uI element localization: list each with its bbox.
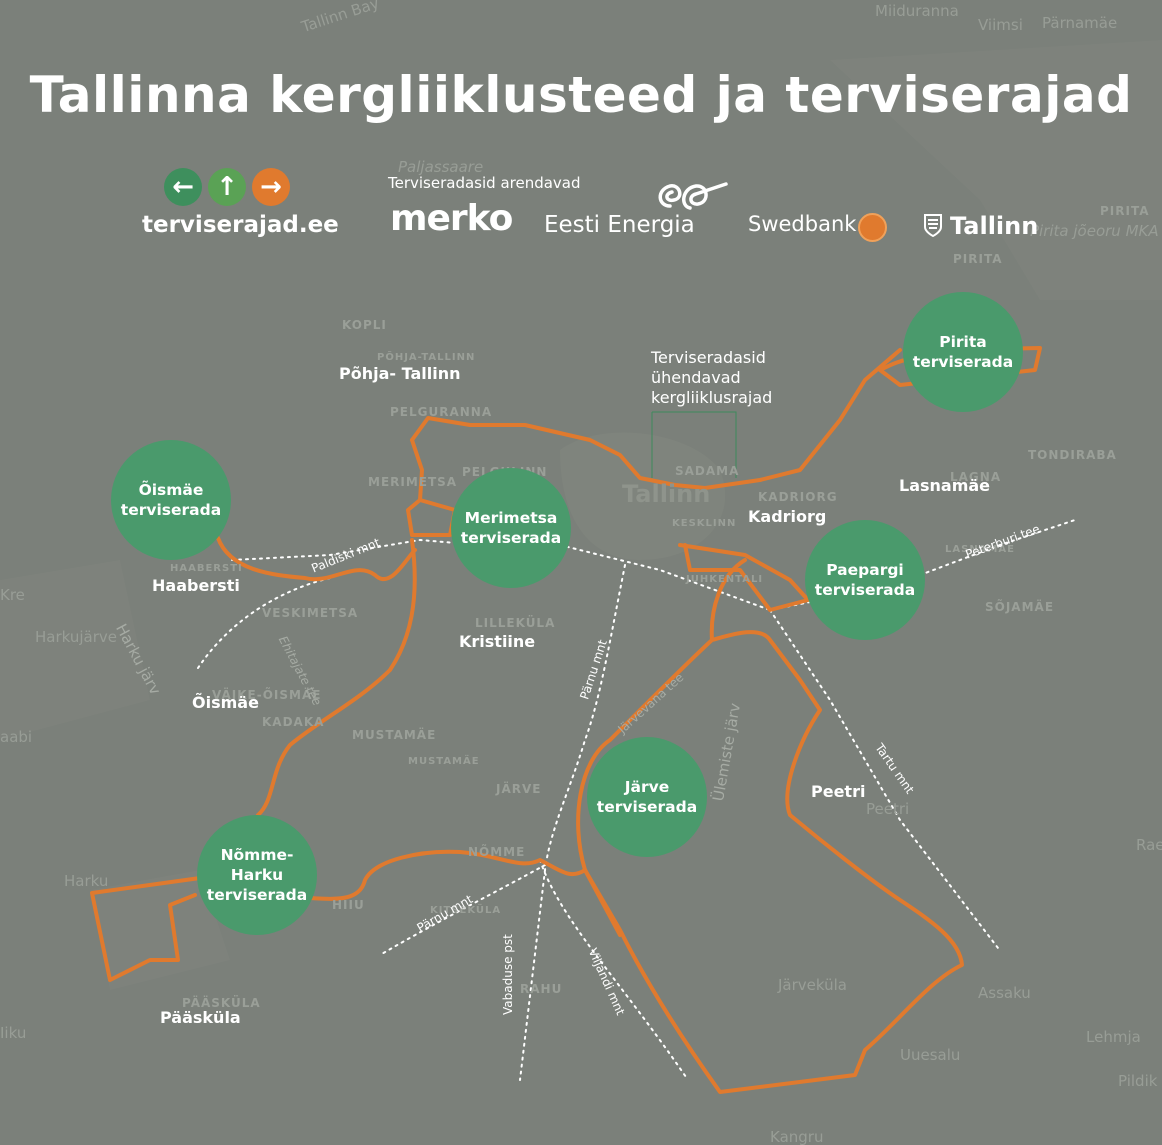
trail-jarve[interactable]: Järve terviserada	[587, 737, 707, 857]
map-label: Pärnamäe	[1042, 14, 1118, 32]
trail-name: Paepargi	[826, 561, 904, 579]
trail-type: terviserada	[814, 581, 916, 599]
note-line: ühendavad	[651, 368, 741, 387]
page-title: Tallinna kergliiklusteed ja terviserajad	[29, 66, 1133, 124]
map-label: LILLEKÜLA	[475, 616, 556, 630]
arrow-left-icon: ←	[164, 168, 202, 206]
map-label: JÄRVE	[496, 782, 542, 796]
map-label: KOPLI	[342, 318, 387, 332]
note-line: Terviseradasid	[651, 348, 766, 367]
trail-name: Nõmme-Harku	[220, 846, 294, 884]
district-label: Põhja- Tallinn	[339, 364, 461, 383]
trail-type: terviserada	[206, 886, 308, 904]
district-label: Kristiine	[459, 632, 536, 651]
map-label: LASNAMÄE	[945, 544, 1015, 555]
map-label: SADAMA	[675, 464, 740, 478]
map-label: KADRIORG	[758, 490, 838, 504]
map-label: JUHKENTALI	[686, 574, 764, 585]
map-label: PELGURANNA	[390, 405, 493, 419]
trail-nomme-harku[interactable]: Nõmme-Harku terviserada	[197, 815, 317, 935]
map-label: PIRITA	[1100, 204, 1150, 218]
eesti-energia-logo: Eesti Energia	[544, 212, 695, 238]
map-label: SÕJAMÄE	[985, 600, 1055, 614]
map-label: RAHU	[520, 982, 563, 996]
arrow-up-icon: ↑	[208, 168, 246, 206]
map-label: Järveküla	[778, 976, 847, 994]
map-label: Kre	[0, 586, 25, 604]
map-label: HAABERSTI	[170, 563, 243, 574]
map-label: PÕHJA-TALLINN	[377, 352, 476, 363]
map-label: Iiku	[0, 1024, 27, 1042]
sponsors-caption: Terviseradasid arendavad	[388, 174, 581, 192]
map-label: Viimsi	[978, 16, 1023, 34]
map-label: Miiduranna	[875, 2, 959, 20]
trail-pirita[interactable]: Pirita terviserada	[903, 292, 1023, 412]
map-label: VÄIKE-ÕISMÄE	[212, 688, 322, 702]
map-label: Uuesalu	[900, 1046, 961, 1064]
merko-logo: merko	[390, 198, 513, 239]
district-label: Peetri	[811, 782, 866, 801]
map-label: Paljassaare	[398, 158, 484, 176]
swedbank-logo: Swedbank	[748, 212, 857, 236]
brand-site-link[interactable]: terviserajad.ee	[142, 212, 339, 238]
map-label: PIRITA	[953, 252, 1003, 266]
map-label: KESKLINN	[672, 518, 737, 529]
cycle-routes[interactable]	[90, 346, 1042, 1094]
trail-name: Pirita	[939, 333, 987, 351]
trail-type: terviserada	[120, 501, 222, 519]
district-label: Lasnamäe	[899, 476, 991, 495]
trail-paepargi[interactable]: Paepargi terviserada	[805, 520, 925, 640]
district-label: Pääsküla	[160, 1008, 241, 1027]
trail-name: Merimetsa	[464, 509, 558, 527]
map-label: Rae	[1136, 836, 1162, 854]
trail-type: terviserada	[460, 529, 562, 547]
map-label: Peetri	[866, 800, 910, 818]
trail-type: terviserada	[596, 798, 698, 816]
tallinn-crest-icon	[924, 214, 942, 237]
map-label: Pildik	[1118, 1072, 1158, 1090]
map-label: Tallinn	[622, 480, 711, 508]
tallinn-logo: Tallinn	[950, 212, 1039, 240]
district-label: Haabersti	[152, 576, 240, 595]
trail-oismae[interactable]: Õismäe terviserada	[111, 440, 231, 560]
map-label: Pirita jõeoru MKA	[1030, 222, 1159, 240]
map-label: PÄÄSKÜLA	[182, 996, 261, 1010]
eesti-energia-mark-icon	[650, 176, 730, 228]
map-label: Kangru	[770, 1128, 824, 1145]
map-label: MUSTAMÄE	[408, 756, 480, 767]
map-label: VESKIMETSA	[262, 606, 359, 620]
brand-arrows: ← ↑ →	[164, 168, 290, 206]
map-label: HIIU	[332, 898, 365, 912]
trail-name: Järve	[624, 778, 670, 796]
road-label: Vabaduse pst	[501, 934, 515, 1015]
trail-merimetsa[interactable]: Merimetsa terviserada	[451, 468, 571, 588]
map-background	[0, 40, 1162, 990]
map-label: Assaku	[978, 984, 1031, 1002]
arrow-right-icon: →	[252, 168, 290, 206]
connecting-paths-note: Terviseradasid ühendavad kergliiklusraja…	[651, 348, 772, 408]
note-pointer-line	[651, 411, 737, 478]
trail-type: terviserada	[912, 353, 1014, 371]
trail-name: Õismäe	[138, 481, 204, 499]
map-label: MUSTAMÄE	[352, 728, 437, 742]
map-label: KADAKA	[262, 715, 325, 729]
map-label: Harku	[64, 872, 109, 890]
map-label: MERIMETSA	[368, 475, 458, 489]
map-label: LAGNA	[950, 470, 1002, 484]
note-line: kergliiklusrajad	[651, 388, 773, 407]
map-label: NÕMME	[468, 845, 526, 859]
map-label: aabi	[0, 728, 33, 746]
map-label: Harkujärve	[35, 628, 118, 646]
district-label: Õismäe	[192, 693, 259, 712]
map-label: KITSEKÜLA	[430, 905, 502, 916]
district-label: Kadriorg	[748, 507, 827, 526]
map-label: Lehmja	[1086, 1028, 1141, 1046]
swedbank-oak-icon	[858, 213, 887, 242]
map-label: TONDIRABA	[1028, 448, 1117, 462]
